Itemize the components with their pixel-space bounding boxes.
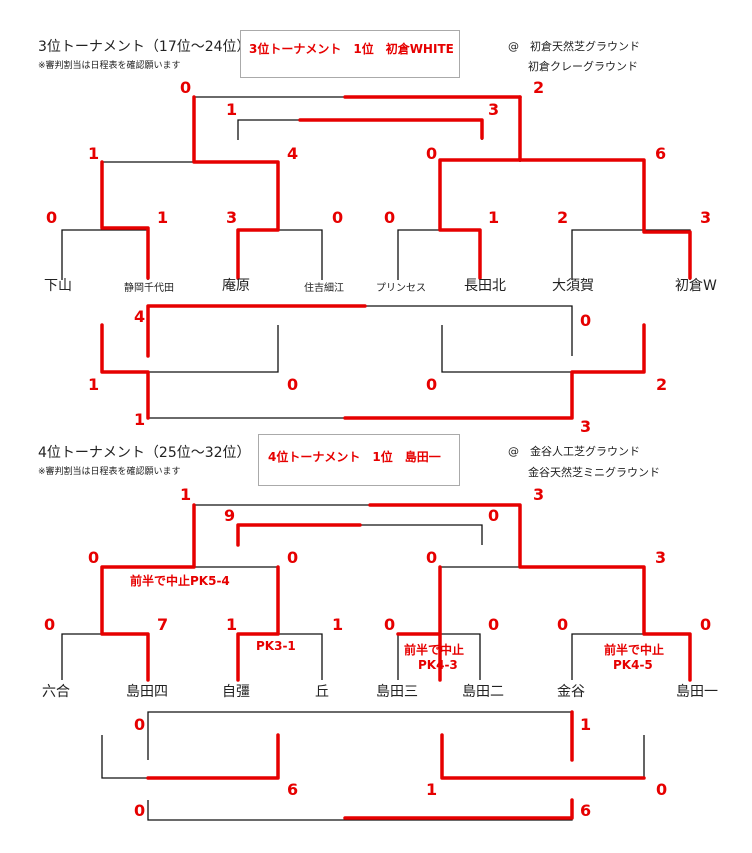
- score: 9: [224, 506, 236, 525]
- team-name: 自彊: [222, 684, 250, 700]
- score: 2: [557, 208, 569, 227]
- score: 0: [384, 208, 396, 227]
- score: 1: [226, 615, 238, 634]
- annotation: PK4-3: [418, 658, 458, 672]
- score: 3: [580, 417, 592, 436]
- score: 0: [88, 548, 100, 567]
- score: 0: [426, 375, 438, 394]
- score: 1: [157, 208, 169, 227]
- score: 4: [134, 307, 146, 326]
- team-name: 島田三: [376, 684, 418, 700]
- team-name: プリンセス: [376, 283, 426, 294]
- section4-note: ※審判割当は日程表を確認願います: [38, 467, 181, 477]
- score: 1: [88, 144, 100, 163]
- score: 6: [655, 144, 667, 163]
- score: 1: [226, 100, 238, 119]
- section4-title: 4位トーナメント（25位～32位）: [38, 445, 251, 461]
- score: 0: [134, 801, 146, 820]
- score: 0: [656, 780, 668, 799]
- annotation: 前半で中止: [404, 643, 465, 657]
- score: 0: [580, 311, 592, 330]
- score: 3: [655, 548, 667, 567]
- score: 7: [157, 615, 169, 634]
- section3-venue2: 初倉クレーグラウンド: [528, 60, 638, 73]
- score: 1: [426, 780, 438, 799]
- score: 0: [488, 615, 500, 634]
- score: 3: [226, 208, 238, 227]
- section4-result: 4位トーナメント 1位 島田一: [268, 450, 441, 464]
- team-name: 初倉W: [675, 278, 717, 294]
- section3-result: 3位トーナメント 1位 初倉WHITE: [249, 42, 454, 56]
- team-name: 住吉細江: [304, 283, 344, 294]
- score: 2: [656, 375, 668, 394]
- score: 3: [488, 100, 500, 119]
- score: 0: [134, 715, 146, 734]
- team-name: 島田二: [462, 684, 504, 700]
- annotation: PK4-5: [613, 658, 653, 672]
- score: 2: [533, 78, 545, 97]
- score: 6: [580, 801, 592, 820]
- score: 1: [88, 375, 100, 394]
- score: 1: [134, 410, 146, 429]
- team-name: 島田四: [126, 684, 168, 700]
- score: 0: [287, 375, 299, 394]
- team-name: 庵原: [222, 278, 250, 294]
- section3-title: 3位トーナメント（17位～24位）: [38, 39, 251, 55]
- score: 0: [44, 615, 56, 634]
- score: 6: [287, 780, 299, 799]
- score: 0: [426, 548, 438, 567]
- score: 0: [488, 506, 500, 525]
- score: 0: [287, 548, 299, 567]
- team-name: 丘: [315, 684, 329, 700]
- section3-result-box: 3位トーナメント 1位 初倉WHITE: [240, 30, 460, 78]
- section4-result-box: 4位トーナメント 1位 島田一: [258, 434, 460, 486]
- section4-venue2: 金谷天然芝ミニグラウンド: [528, 466, 660, 479]
- score: 0: [557, 615, 569, 634]
- team-name: 島田一: [676, 684, 718, 700]
- annotation: PK3-1: [256, 639, 296, 653]
- score: 1: [180, 485, 192, 504]
- team-name: 下山: [44, 278, 72, 294]
- section3-note: ※審判割当は日程表を確認願います: [38, 61, 181, 71]
- score: 0: [700, 615, 712, 634]
- annotation: 前半で中止: [604, 643, 665, 657]
- team-name: 静岡千代田: [124, 283, 174, 294]
- annotation: 前半で中止PK5-4: [130, 574, 230, 588]
- score: 0: [384, 615, 396, 634]
- team-name: 金谷: [557, 684, 585, 700]
- score: 0: [426, 144, 438, 163]
- score: 0: [332, 208, 344, 227]
- score: 0: [46, 208, 58, 227]
- score: 0: [180, 78, 192, 97]
- score: 4: [287, 144, 299, 163]
- section3-venue1: @ 初倉天然芝グラウンド: [508, 40, 640, 53]
- score: 3: [533, 485, 545, 504]
- score: 1: [580, 715, 592, 734]
- section4-venue1: @ 金谷人工芝グラウンド: [508, 445, 640, 458]
- team-name: 六合: [42, 684, 70, 700]
- team-name: 大須賀: [552, 278, 594, 294]
- score: 1: [332, 615, 344, 634]
- team-name: 長田北: [464, 278, 506, 294]
- score: 3: [700, 208, 712, 227]
- score: 1: [488, 208, 500, 227]
